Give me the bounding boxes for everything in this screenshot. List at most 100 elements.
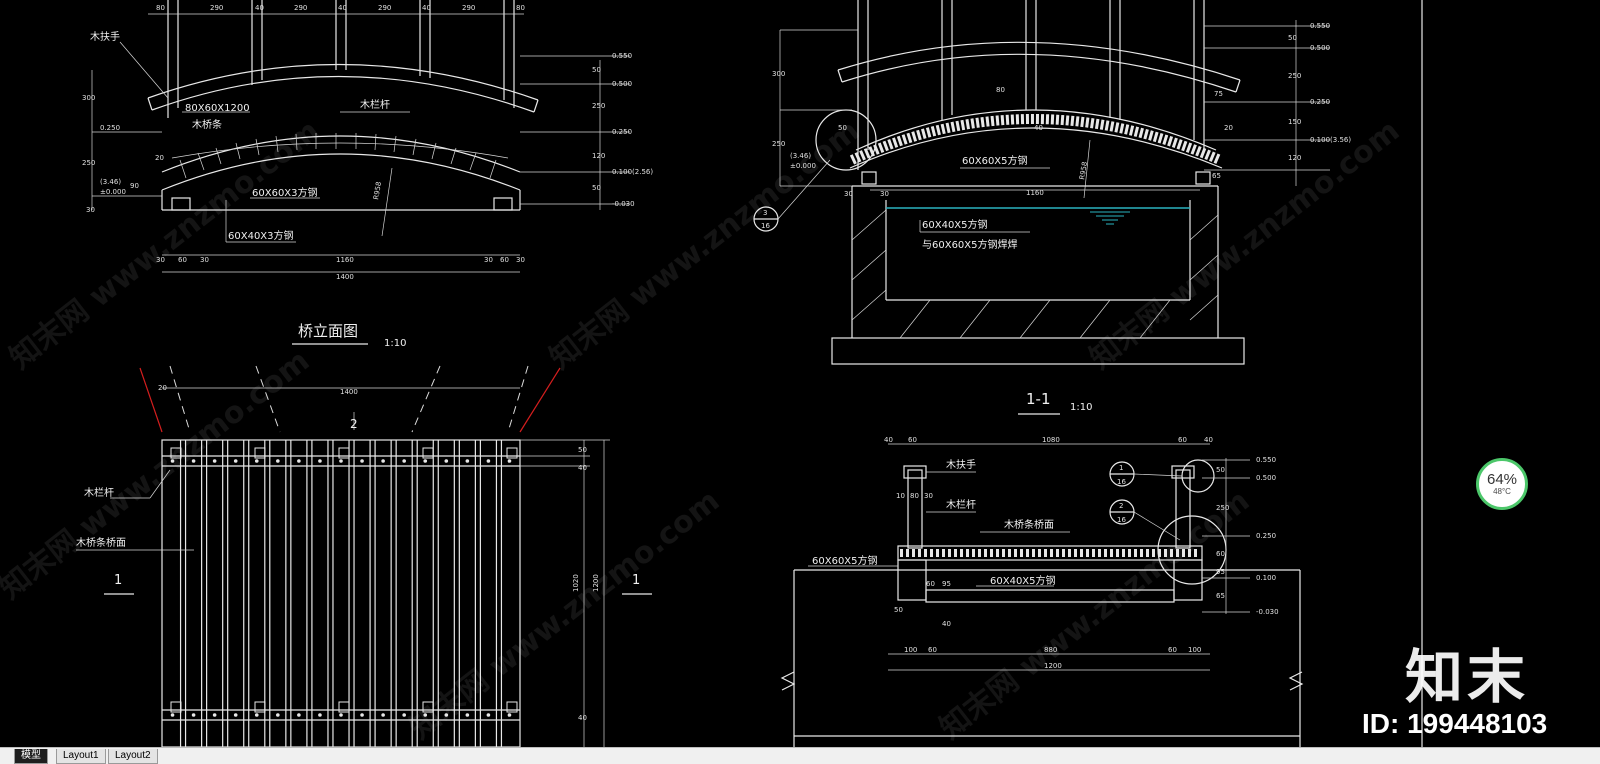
section-dims: 1160 80 30 40 R958 75 20 [880,86,1233,198]
performance-monitor-widget[interactable]: 64% 48°C [1476,458,1528,510]
bolt [339,713,343,717]
label-steel-1: 60X60X3方钢 [252,186,318,199]
post-base [170,701,182,713]
bolt [444,713,449,717]
svg-text:60: 60 [1216,550,1225,558]
detail-callout-1-bottom: 16 [1117,478,1126,486]
detail-label-handrail: 木扶手 [946,458,976,471]
bolt [381,459,385,463]
detail-label-deck: 木桥条桥面 [1004,518,1054,531]
elevation-top-dims: 80 290 40 290 40 290 40 290 80 [156,4,525,12]
detail-callout-2-top: 2 [1119,502,1123,510]
svg-text:1160: 1160 [336,256,354,264]
svg-text:0.550: 0.550 [612,52,632,60]
svg-text:50: 50 [894,606,903,614]
plan-label-railing: 木栏杆 [84,486,114,499]
elevation-radius: R958 [372,181,383,200]
tab-model[interactable]: 模型 [14,749,48,764]
bridge-plan-view: 1400 2 20 50 40 1020 1200 40 木栏杆 木桥条桥面 1 [76,365,652,747]
svg-text:100: 100 [1188,646,1201,654]
svg-text:30: 30 [484,256,493,264]
elevation-left-levels: 0.250 (3.46) ±0.000 300 250 20 30 90 [82,94,164,214]
svg-text:0.500: 0.500 [612,80,632,88]
svg-text:20: 20 [1224,124,1233,132]
bolt [276,713,280,717]
svg-text:30: 30 [516,256,525,264]
bolt [360,713,364,717]
svg-text:40: 40 [255,4,264,12]
svg-text:50: 50 [1216,466,1225,474]
bolt [486,459,491,463]
bolt [318,459,322,463]
watermark: 知末网 www.znzmo.com [403,483,726,746]
bolt [191,459,196,463]
plan-marker: 2 [350,417,358,431]
svg-text:0.500: 0.500 [1256,474,1276,482]
svg-text:290: 290 [378,4,391,12]
section-mark-left: 1 [114,573,122,588]
svg-text:290: 290 [210,4,223,12]
label-handrail-size: 80X60X1200 [185,103,250,114]
bolt [191,713,196,717]
svg-text:75: 75 [1214,90,1223,98]
bridge-elevation-view: 木扶手 80X60X1200 木桥条 木栏杆 60X60X3方钢 60X40X3… [82,0,653,349]
bolt [402,713,406,717]
svg-text:1400: 1400 [336,273,354,281]
svg-text:-0.030: -0.030 [612,200,635,208]
svg-text:120: 120 [592,152,605,160]
section-label-steel-1: 60X60X5方钢 [962,154,1028,167]
svg-text:0.550: 0.550 [1256,456,1276,464]
svg-text:30: 30 [200,256,209,264]
section-label-steel-2: 60X40X5方钢 [922,218,988,231]
svg-text:1200: 1200 [592,574,600,592]
svg-text:-0.030: -0.030 [1256,608,1279,616]
svg-text:250: 250 [82,159,95,167]
section-right-levels: 0.550 0.500 0.250 0.100(3.56) 50 250 150… [1212,22,1351,180]
svg-text:0.250: 0.250 [612,128,632,136]
bolt [423,713,428,717]
svg-text:0.550: 0.550 [1310,22,1330,30]
watermark: 知末网 www.znzmo.com [1083,113,1406,376]
tab-layout1[interactable]: Layout1 [56,749,106,764]
label-steel-2: 60X40X3方钢 [228,229,294,242]
svg-text:10: 10 [896,492,905,500]
bolt [233,713,238,717]
svg-text:60: 60 [1168,646,1177,654]
svg-text:60: 60 [1178,436,1187,444]
svg-text:1200: 1200 [1044,662,1062,670]
svg-text:60: 60 [928,646,937,654]
svg-text:250: 250 [1288,72,1301,80]
svg-text:250: 250 [592,102,605,110]
plan-planks [179,440,503,747]
cad-drawing-canvas[interactable]: 知末网 www.znzmo.com 知末网 www.znzmo.com 知末网 … [0,0,1600,747]
svg-text:40: 40 [1204,436,1213,444]
svg-text:0.100(3.56): 0.100(3.56) [1310,136,1351,144]
elevation-bottom-dims: 30 60 30 1160 30 60 30 1400 [156,256,525,281]
svg-text:0.100(2.56): 0.100(2.56) [612,168,653,176]
detail-bottom-dims: 100 60 880 60 100 1200 [904,646,1201,670]
bolt [254,459,259,463]
watermark: 知末网 www.znzmo.com [933,483,1256,746]
svg-text:±0.000: ±0.000 [100,188,126,196]
section-scale: 1:10 [1070,402,1092,413]
svg-text:30: 30 [156,256,165,264]
svg-text:250: 250 [1216,504,1229,512]
svg-text:40: 40 [338,4,347,12]
detail-callout-1-top: 1 [1119,464,1123,472]
bolt [507,713,512,717]
post-base [254,701,266,713]
bolt [465,459,470,463]
bolt [170,459,175,463]
svg-text:290: 290 [294,4,307,12]
svg-text:1020: 1020 [572,574,580,592]
svg-text:20: 20 [155,154,164,162]
svg-text:30: 30 [844,190,853,198]
cad-drawing: 知末网 www.znzmo.com 知末网 www.znzmo.com 知末网 … [0,0,1423,747]
bolt [212,459,217,463]
svg-text:290: 290 [462,4,475,12]
section-callout-bottom: 16 [761,222,770,230]
tab-layout2[interactable]: Layout2 [108,749,158,764]
svg-text:0.500: 0.500 [1310,44,1330,52]
bolt [444,459,449,463]
svg-text:30: 30 [880,190,889,198]
